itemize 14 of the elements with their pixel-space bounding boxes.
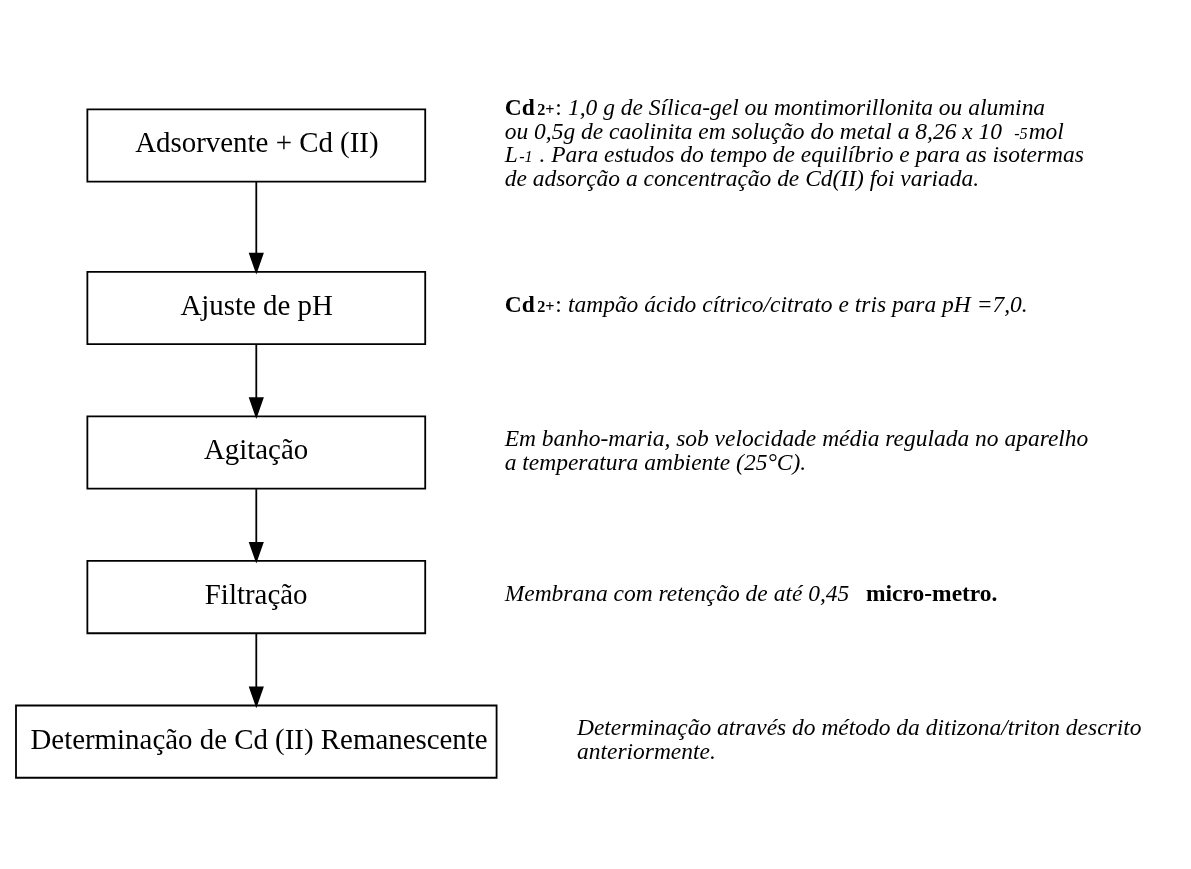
arrow [248,180,264,275]
node-box: Filtração [86,560,427,635]
node-label: Em banho-maria, sob velocidade média regulada no aparelho a temperatura ambiente (25°C). [504,425,1089,475]
arrow [248,343,264,420]
node-label: Membrana com retenção de até 0,45 micro-metro. [504,580,998,607]
node-label: Cd2+: tampão ácido cítrico/citrato e tris para pH =7,0. [504,291,1028,318]
node-label: Cd2+: 1,0 g de Sílica-gel ou montimorillonita ou alumina ou 0,5g de caolinita em solução do metal a 8,26 x 10-5mol L-1 . Para estudos do tempo de equilíbrio e para as isotermas de adsorção a concentração de Cd(II) foi variada. [504,94,1084,191]
node-box: Adsorvente + Cd (II) [86,108,427,183]
node-box: Determinação de Cd (II) Remanescente [15,704,498,779]
node-box: Agitação [86,415,427,490]
node-label: Determinação através do método da ditizona/triton descrito anteriormente. [576,714,1142,764]
node-box: Ajuste de pH [86,271,427,346]
arrow [248,632,264,709]
arrow [248,488,264,564]
